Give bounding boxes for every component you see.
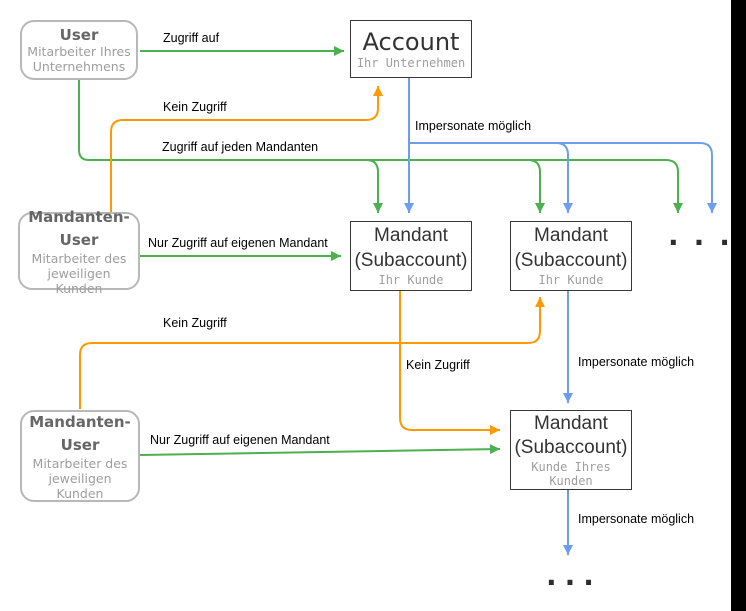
node-mandanten-user-2-title: Mandanten-User [29,413,131,454]
node-mandant-1: Mandant (Subaccount) Ihr Kunde [350,221,472,291]
node-user-title: User [59,25,99,44]
node-mandant-2-title: Mandant (Subaccount) [514,225,628,272]
node-mandanten-user-1: Mandanten-User Mitarbeiter des jeweilige… [18,208,140,296]
node-user-subtitle: Mitarbeiter Ihres Unternehmens [27,44,131,75]
node-account-subtitle: Ihr Unternehmen [356,55,466,70]
ellipsis-more-submandants: ... [546,559,602,592]
node-account-title: Account [362,27,460,56]
edge-zugriff-jeden-branch-mandant1 [365,159,383,213]
edge-manduser2-nur-zugriff-mandant3 [139,444,501,456]
node-mandanten-user-2: Mandanten-User Mitarbeiter des jeweilige… [20,410,140,502]
ellipsis-more-mandants: ... [668,219,745,252]
edge-user-zugriff-jeden-mandanten-main [78,80,683,213]
node-mandant-1-subtitle: Ihr Kunde [378,272,444,287]
right-black-band [731,0,746,611]
edge-label-impersonate-bottom: Impersonate möglich [578,512,695,526]
node-mandanten-user-1-title: Mandanten-User [28,208,130,249]
node-mandanten-user-2-subtitle: Mitarbeiter des jeweiligen Kunden [32,456,128,501]
node-mandant-3: Mandant (Subaccount) Kunde Ihres Kunden [510,410,632,490]
node-mandant-3-subtitle: Kunde Ihres Kunden [531,459,611,488]
edge-manduser2-kein-zugriff-mandant2 [79,297,545,409]
node-account: Account Ihr Unternehmen [350,20,472,78]
node-user: User Mitarbeiter Ihres Unternehmens [20,20,138,80]
edge-label-kein-zugriff-top: Kein Zugriff [163,100,227,114]
edge-label-zugriff-auf: Zugriff auf [163,31,220,45]
edge-zugriff-jeden-branch-mandant2 [527,159,545,213]
node-mandant-1-title: Mandant (Subaccount) [354,225,468,272]
edge-label-nur-zugriff-bottom: Nur Zugriff auf eigenen Mandant [150,433,330,447]
edge-label-kein-zugriff-mid: Kein Zugriff [163,316,227,330]
edge-label-kein-zugriff-low: Kein Zugriff [406,358,470,372]
edge-label-impersonate-mid: Impersonate möglich [578,355,695,369]
node-mandant-2-subtitle: Ihr Kunde [538,272,604,287]
edge-account-impersonate-main [409,142,717,213]
edge-label-impersonate-top: Impersonate möglich [415,119,532,133]
node-mandant-3-title: Mandant (Subaccount) [514,412,628,459]
edge-label-zugriff-jeden: Zugriff auf jeden Mandanten [162,140,319,154]
edge-label-nur-zugriff-mid: Nur Zugriff auf eigenen Mandant [148,236,328,250]
edge-manduser1-kein-zugriff-account [110,86,383,212]
edge-account-impersonate-branch-mandant2 [555,142,573,213]
node-mandant-2: Mandant (Subaccount) Ihr Kunde [510,221,632,291]
edge-mandant1-kein-zugriff-mandant3 [399,291,500,435]
node-mandanten-user-1-subtitle: Mitarbeiter des jeweiligen Kunden [31,251,127,296]
